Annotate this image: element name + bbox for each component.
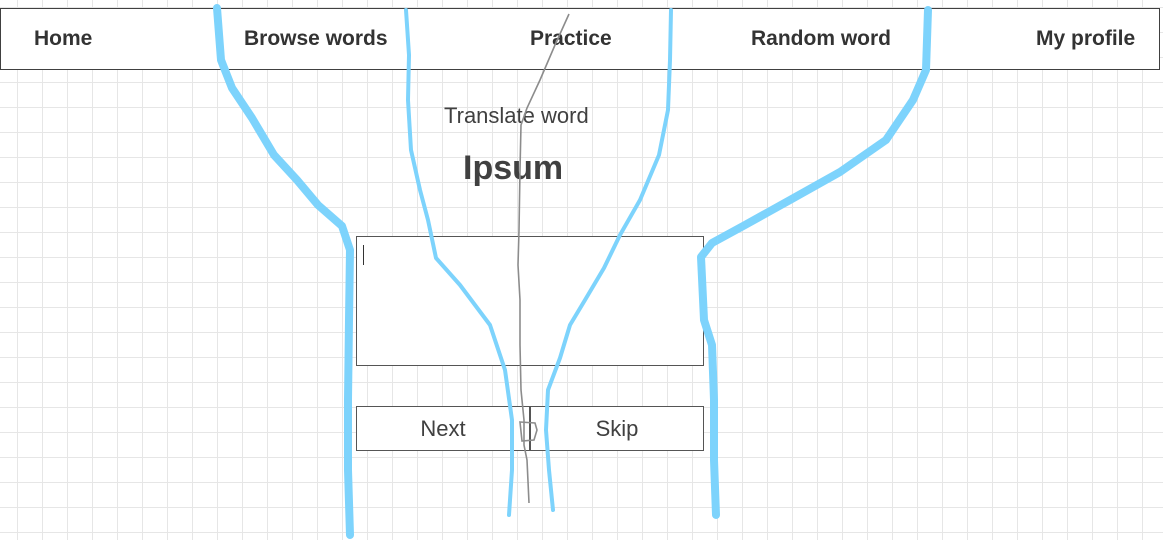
- nav-practice-link[interactable]: Practice: [530, 27, 612, 50]
- skip-button[interactable]: Skip: [530, 406, 704, 451]
- nav-random-word-link[interactable]: Random word: [751, 27, 891, 50]
- translation-answer-input[interactable]: [356, 236, 704, 366]
- text-cursor: [363, 245, 364, 265]
- top-navigation-bar: Home Browse words Practice Random word M…: [0, 8, 1160, 70]
- next-button[interactable]: Next: [356, 406, 530, 451]
- word-to-translate: Ipsum: [463, 149, 564, 187]
- nav-browse-words-link[interactable]: Browse words: [244, 27, 388, 50]
- nav-my-profile-link[interactable]: My profile: [1036, 27, 1136, 50]
- blue-stroke-left: [213, 4, 354, 539]
- nav-home-link[interactable]: Home: [34, 27, 93, 50]
- exercise-prompt: Translate word: [444, 103, 589, 128]
- blue-stroke-right: [697, 6, 932, 519]
